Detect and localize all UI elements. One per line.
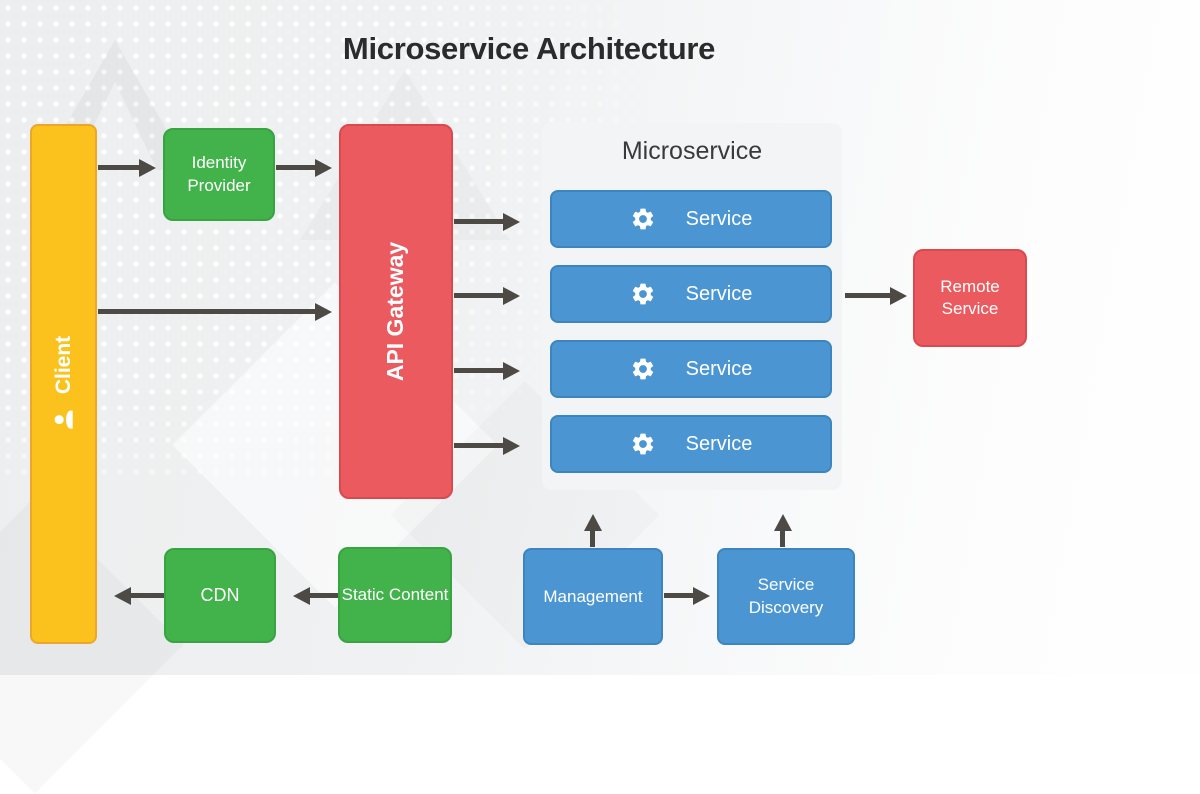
diagram-canvas: Microservice Architecture Client Identit… xyxy=(0,0,1200,675)
arrow-client-to-api-gateway xyxy=(98,309,316,314)
arrow-microservice-to-remote-service xyxy=(845,293,891,298)
api-gateway-node: API Gateway xyxy=(339,124,453,499)
arrow-client-to-identity-provider xyxy=(98,165,140,170)
service-label: Service xyxy=(685,282,753,305)
arrow-service-discovery-to-microservice xyxy=(780,530,785,547)
service-discovery-node: Service Discovery xyxy=(717,548,855,645)
gear-icon xyxy=(630,206,656,232)
arrow-api-gateway-to-service-4 xyxy=(454,443,504,448)
client-node: Client xyxy=(30,124,97,644)
service-node: Service xyxy=(550,265,832,323)
static-content-node: Static Content xyxy=(338,547,452,643)
arrow-static-content-to-cdn xyxy=(309,593,338,598)
remote-service-label: Remote Service xyxy=(940,276,1000,318)
arrow-identity-provider-to-api-gateway xyxy=(276,165,316,170)
microservice-group-title: Microservice xyxy=(621,137,763,165)
cdn-label: CDN xyxy=(200,585,240,605)
service-node: Service xyxy=(550,190,832,248)
identity-provider-node: Identity Provider xyxy=(163,128,275,221)
service-label: Service xyxy=(685,357,753,380)
client-label: Client xyxy=(51,335,75,394)
arrow-management-to-microservice xyxy=(590,530,595,547)
static-content-label: Static Content xyxy=(341,584,449,604)
gear-icon xyxy=(630,281,656,307)
identity-provider-label: Identity Provider xyxy=(187,153,251,195)
service-node: Service xyxy=(550,340,832,398)
api-gateway-label: API Gateway xyxy=(382,241,409,382)
arrow-api-gateway-to-service-3 xyxy=(454,368,504,373)
remote-service-node: Remote Service xyxy=(913,249,1027,347)
arrow-api-gateway-to-service-2 xyxy=(454,293,504,298)
arrow-cdn-to-client xyxy=(130,593,164,598)
service-label: Service xyxy=(685,207,753,230)
arrow-management-to-service-discovery xyxy=(664,593,694,598)
service-label: Service xyxy=(685,432,753,455)
gear-icon xyxy=(630,431,656,457)
management-node: Management xyxy=(523,548,663,645)
cdn-node: CDN xyxy=(164,548,276,643)
person-icon xyxy=(50,406,77,433)
management-label: Management xyxy=(543,586,643,606)
service-node: Service xyxy=(550,415,832,473)
service-discovery-label: Service Discovery xyxy=(748,575,824,617)
arrow-api-gateway-to-service-1 xyxy=(454,219,504,224)
gear-icon xyxy=(630,356,656,382)
microservice-group: Microservice Service Service Service Ser… xyxy=(542,123,842,490)
page-title: Microservice Architecture xyxy=(342,30,716,66)
